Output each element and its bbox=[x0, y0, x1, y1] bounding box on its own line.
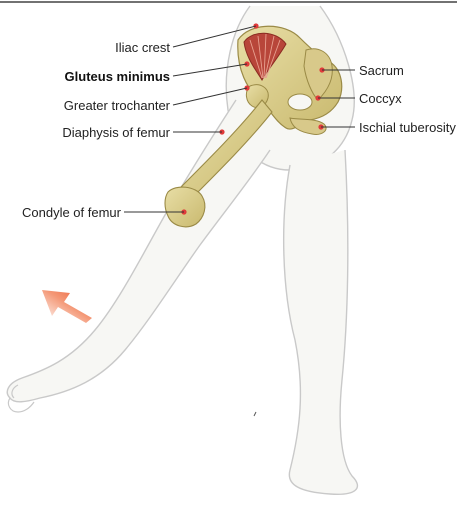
label-condyle-of-femur: Condyle of femur bbox=[22, 205, 121, 220]
label-diaphysis-of-femur: Diaphysis of femur bbox=[62, 125, 170, 140]
label-greater-trochanter: Greater trochanter bbox=[64, 98, 170, 113]
movement-arrow-icon bbox=[42, 290, 92, 323]
label-ischial-tuberosity: Ischial tuberosity bbox=[359, 120, 456, 135]
label-sacrum: Sacrum bbox=[359, 63, 404, 78]
label-iliac-crest: Iliac crest bbox=[115, 40, 170, 55]
obturator-foramen bbox=[288, 94, 312, 110]
label-gluteus-minimus: Gluteus minimus bbox=[65, 69, 170, 84]
label-coccyx: Coccyx bbox=[359, 91, 402, 106]
standing-leg-outline bbox=[284, 150, 358, 494]
stray-mark bbox=[254, 412, 256, 416]
